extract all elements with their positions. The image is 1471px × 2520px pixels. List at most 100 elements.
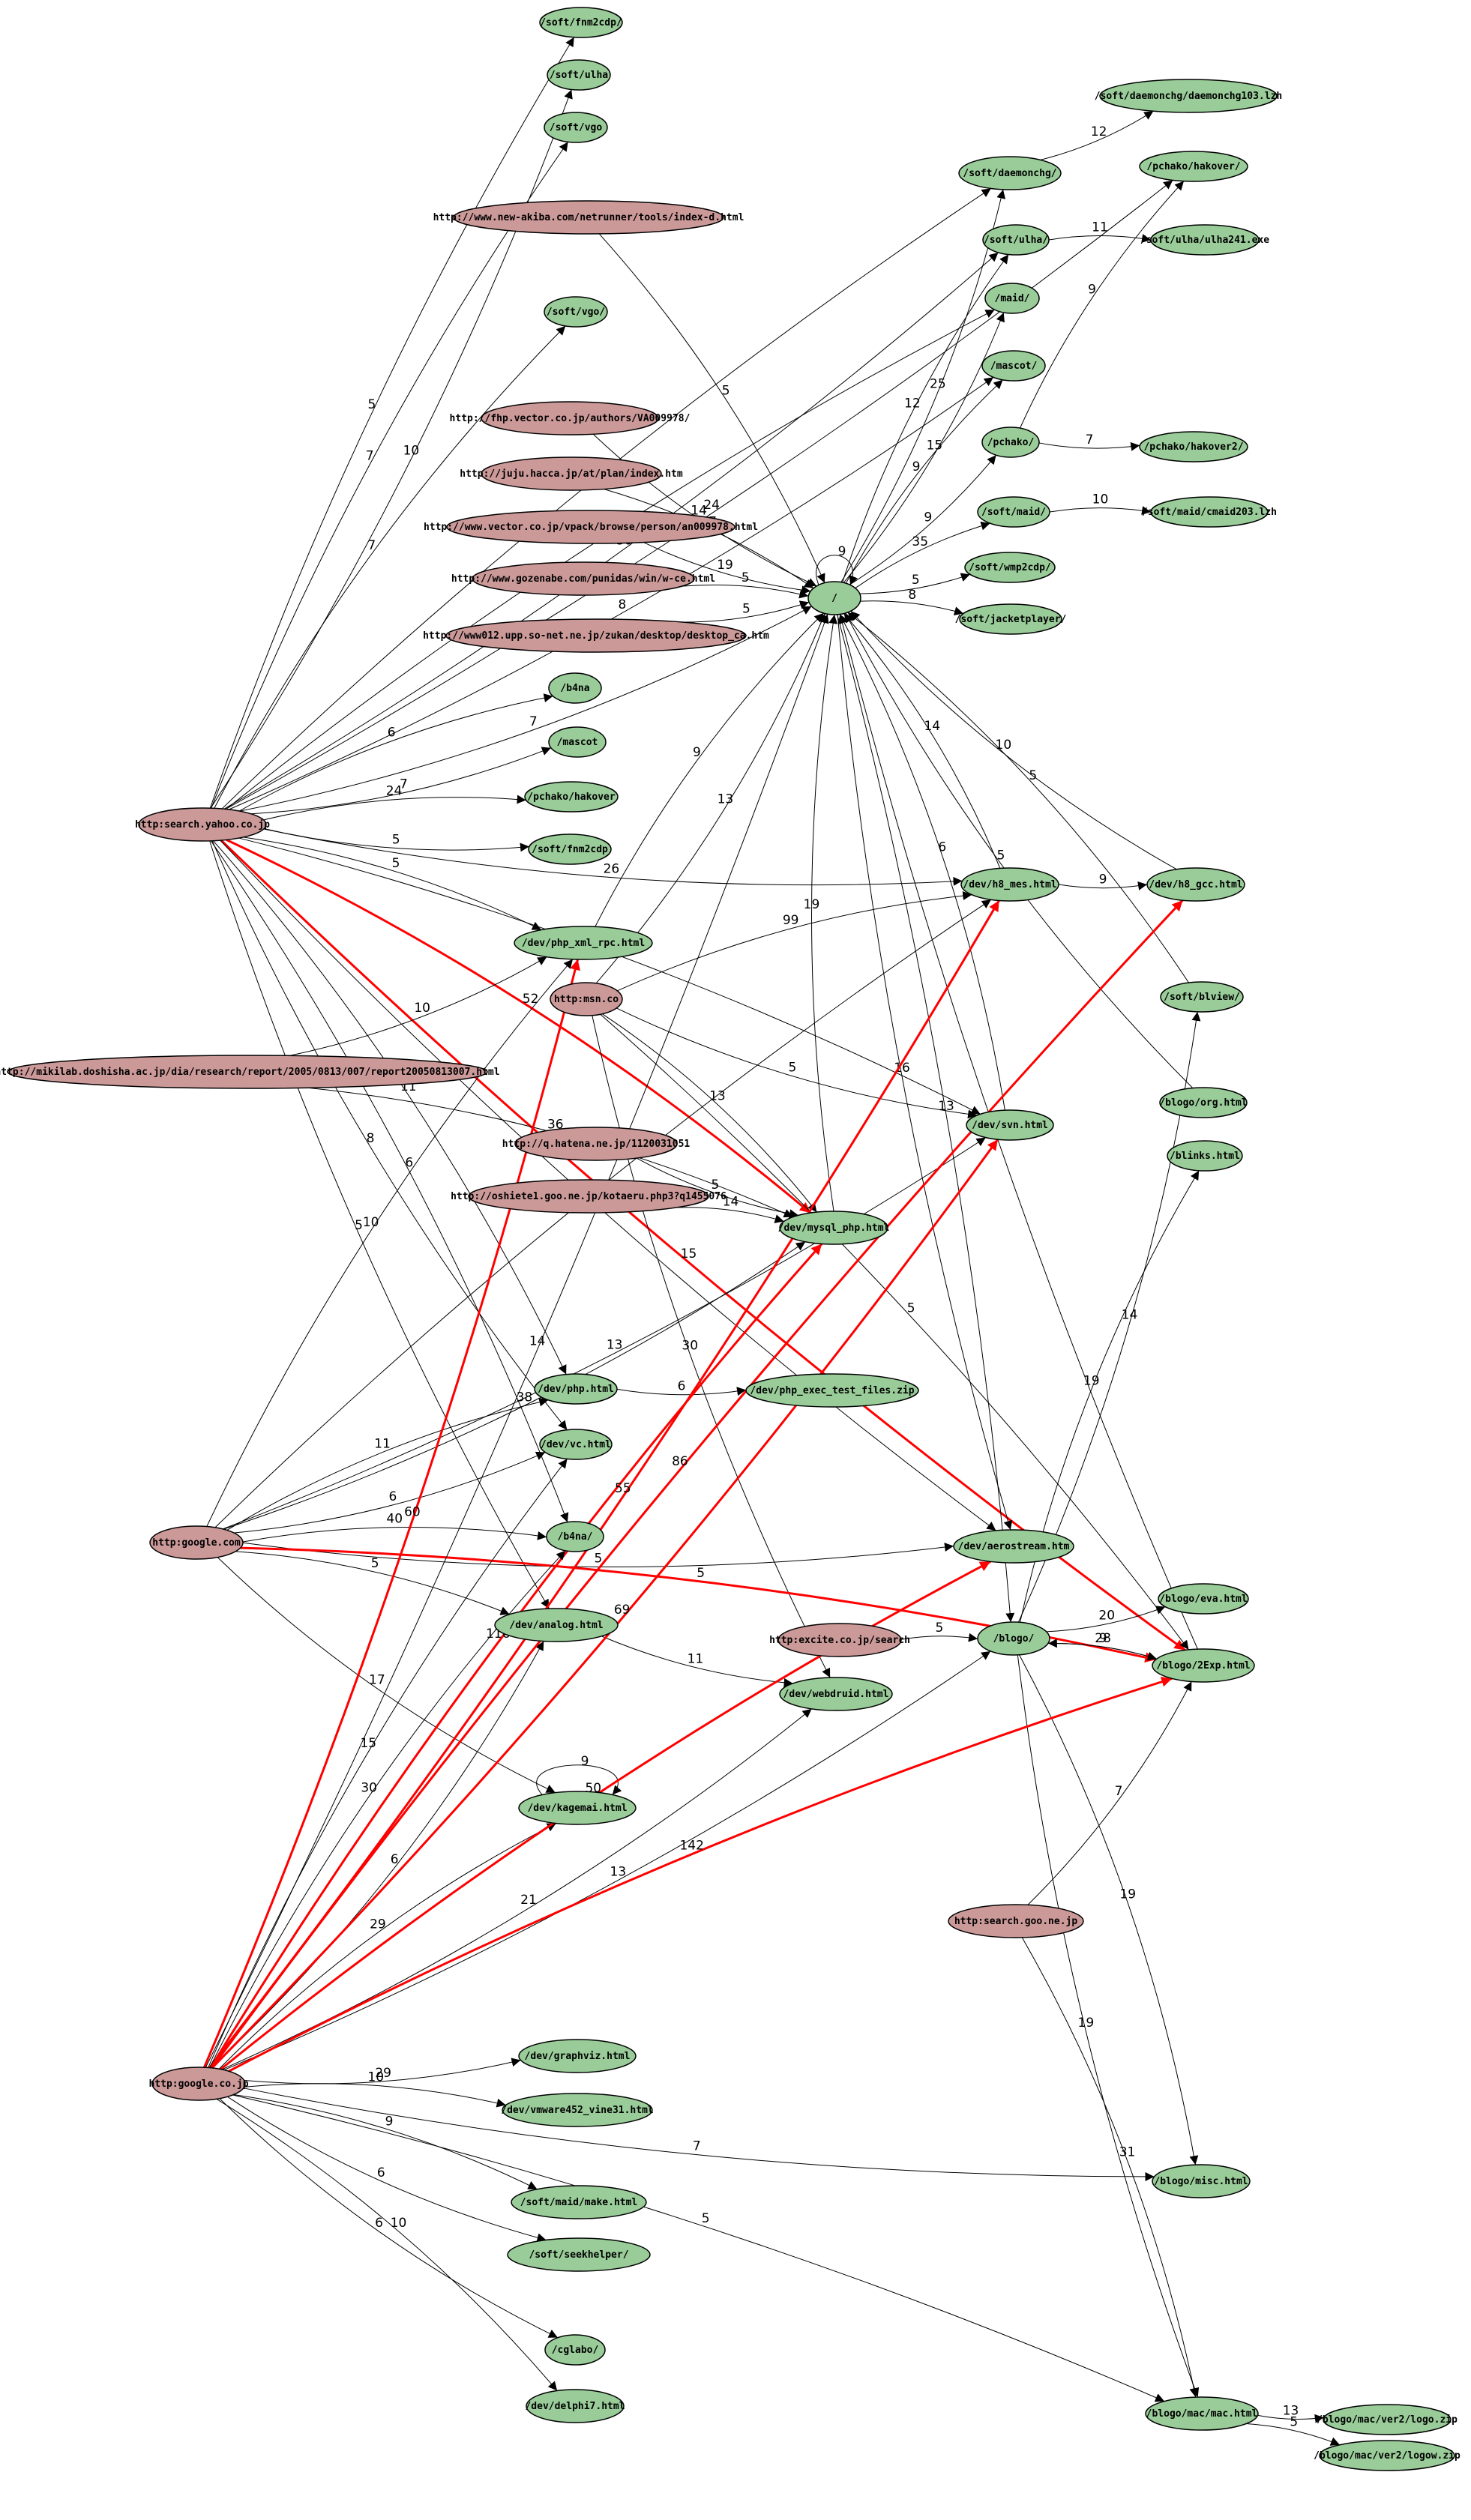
node-ellipse[interactable] [1323,2404,1452,2435]
node-ellipse[interactable] [481,456,662,491]
node-ellipse[interactable] [745,1373,919,1408]
node-ellipse[interactable] [960,867,1059,902]
page-node-blogo_org[interactable]: /blogo/org.html [1159,1087,1248,1118]
page-node-delphi7[interactable]: /dev/delphi7.html [525,2389,625,2423]
page-node-mascot_dir[interactable]: /mascot/ [981,350,1046,382]
node-ellipse[interactable] [1319,2440,1455,2471]
node-ellipse[interactable] [544,112,608,143]
page-node-seekhelper[interactable]: /soft/seekhelper/ [507,2237,651,2272]
page-node-pchako_hakover[interactable]: /pchako/hakover/ [1139,151,1248,182]
node-ellipse[interactable] [1152,1648,1255,1683]
page-node-phphtml[interactable]: /dev/php.html [534,1373,618,1405]
node-ellipse[interactable] [948,1904,1084,1938]
page-node-vgo_dir[interactable]: /soft/vgo/ [544,296,608,328]
referrer-node-google[interactable]: http:google.com [149,1525,244,1560]
node-ellipse[interactable] [977,1621,1050,1656]
page-node-daemonchg_file[interactable]: /soft/daemonchg/daemonchg103.lzh [1095,79,1282,113]
node-ellipse[interactable] [982,224,1050,256]
page-node-analog[interactable]: /dev/analog.html [494,1608,619,1642]
page-node-blogo_eva[interactable]: /blogo/eva.html [1158,1583,1249,1615]
node-ellipse[interactable] [544,2334,606,2366]
node-ellipse[interactable] [958,156,1062,190]
node-ellipse[interactable] [468,1179,709,1214]
referrer-node-www012[interactable]: http://www012.upp.so-net.ne.jp/zukan/des… [423,618,769,653]
page-node-svn[interactable]: /dev/svn.html [966,1109,1054,1141]
node-ellipse[interactable] [502,2093,653,2127]
page-node-logo[interactable]: /blogo/mac/ver2/logo.zip [1317,2404,1458,2435]
node-ellipse[interactable] [445,618,747,653]
page-node-b4na2[interactable]: /b4na/ [546,1521,604,1552]
node-ellipse[interactable] [779,1211,888,1245]
page-node-webdruid[interactable]: /dev/webdruid.html [779,1677,893,1711]
referrer-node-fhp[interactable]: http://fhp.vector.co.jp/authors/VA009978… [450,401,691,435]
node-ellipse[interactable] [453,200,724,235]
page-node-vc[interactable]: /dev/vc.html [539,1429,613,1460]
node-ellipse[interactable] [1099,79,1278,113]
node-ellipse[interactable] [1150,496,1269,528]
page-node-softmaid[interactable]: /soft/maid/ [977,496,1050,528]
node-ellipse[interactable] [1150,224,1260,256]
page-node-blogo2exp[interactable]: /blogo/2Exp.html [1152,1648,1255,1683]
page-node-vmware[interactable]: /dev/vmware452_vine31.html [501,2093,654,2127]
node-ellipse[interactable] [1145,2396,1259,2431]
referrer-node-msn[interactable]: http:msn.co [550,982,623,1016]
node-ellipse[interactable] [548,672,602,704]
node-ellipse[interactable] [514,926,653,960]
node-ellipse[interactable] [1167,1140,1243,1172]
node-ellipse[interactable] [481,401,659,435]
referrer-node-excite[interactable]: http:excite.co.jp/search [769,1623,910,1657]
node-ellipse[interactable] [1159,1087,1248,1118]
node-ellipse[interactable] [807,581,861,615]
node-ellipse[interactable] [977,496,1050,528]
node-ellipse[interactable] [518,1791,637,1825]
page-node-root[interactable]: / [807,581,861,615]
node-ellipse[interactable] [1139,431,1248,462]
node-ellipse[interactable] [981,426,1040,458]
node-ellipse[interactable] [539,1429,613,1460]
node-ellipse[interactable] [984,283,1040,314]
node-ellipse[interactable] [539,7,623,38]
page-node-ulha_dir[interactable]: /soft/ulha/ [982,224,1050,256]
page-node-mysqlphp[interactable]: /dev/mysql_php.html [778,1211,890,1245]
node-ellipse[interactable] [151,2067,246,2101]
page-node-cmaid[interactable]: /soft/maid/cmaid203.lzh [1142,496,1277,528]
node-ellipse[interactable] [149,1525,244,1560]
node-ellipse[interactable] [953,1529,1074,1564]
page-node-mac[interactable]: /blogo/mac/mac.html [1145,2396,1259,2431]
page-node-blogo_misc[interactable]: /blogo/misc.html [1152,2164,1251,2198]
node-ellipse[interactable] [1139,151,1248,182]
page-node-vgo_top[interactable]: /soft/vgo [544,112,608,143]
referrer-node-gozenabe[interactable]: http://www.gozenabe.com/punidas/win/w-ce… [451,561,715,596]
page-node-ulha_file[interactable]: /soft/ulha/ulha241.exe [1140,224,1269,256]
node-ellipse[interactable] [446,510,736,544]
referrer-node-goonejp[interactable]: http:search.goo.ne.jp [948,1904,1084,1938]
node-ellipse[interactable] [511,2185,647,2219]
node-ellipse[interactable] [518,2039,637,2073]
referrer-node-hatena[interactable]: http://q.hatena.ne.jp/1120031051 [502,1127,691,1161]
node-ellipse[interactable] [1160,981,1244,1013]
page-node-make[interactable]: /soft/maid/make.html [511,2185,647,2219]
node-ellipse[interactable] [966,1109,1054,1141]
node-ellipse[interactable] [1152,2164,1251,2198]
page-node-kagemai[interactable]: /dev/kagemai.html [518,1791,637,1825]
page-node-maid[interactable]: /maid/ [984,283,1040,314]
page-node-pchako[interactable]: /pchako/ [981,426,1040,458]
node-ellipse[interactable] [981,350,1046,382]
node-ellipse[interactable] [526,2389,625,2423]
node-ellipse[interactable] [546,1521,604,1552]
page-node-wmp2cdp[interactable]: /soft/wmp2cdp/ [964,552,1056,583]
node-ellipse[interactable] [777,1623,902,1657]
referrer-node-yahoo[interactable]: http:search.yahoo.co.jp [135,807,270,842]
page-node-blview[interactable]: /soft/blview/ [1160,981,1244,1013]
page-node-phpexec[interactable]: /dev/php_exec_test_files.zip [745,1373,919,1408]
page-node-cglabo[interactable]: /cglabo/ [544,2334,606,2366]
referrer-node-mikilab[interactable]: http://mikilab.doshisha.ac.jp/dia/resear… [0,1055,500,1089]
page-node-logow[interactable]: /blogo/mac/ver2/logow.zip [1314,2440,1461,2471]
node-ellipse[interactable] [547,59,611,91]
page-node-fnm2cdp[interactable]: /soft/fnm2cdp [528,834,612,865]
page-node-aerostream[interactable]: /dev/aerostream.htm [953,1529,1074,1564]
referrer-node-newakiba[interactable]: http://www.new-akiba.com/netrunner/tools… [433,200,744,235]
page-node-fnm2cdp_top[interactable]: /soft/fnm2cdp/ [539,7,623,38]
page-node-ulha_top[interactable]: /soft/ulha [547,59,611,91]
page-node-mascot[interactable]: /mascot [548,726,607,758]
